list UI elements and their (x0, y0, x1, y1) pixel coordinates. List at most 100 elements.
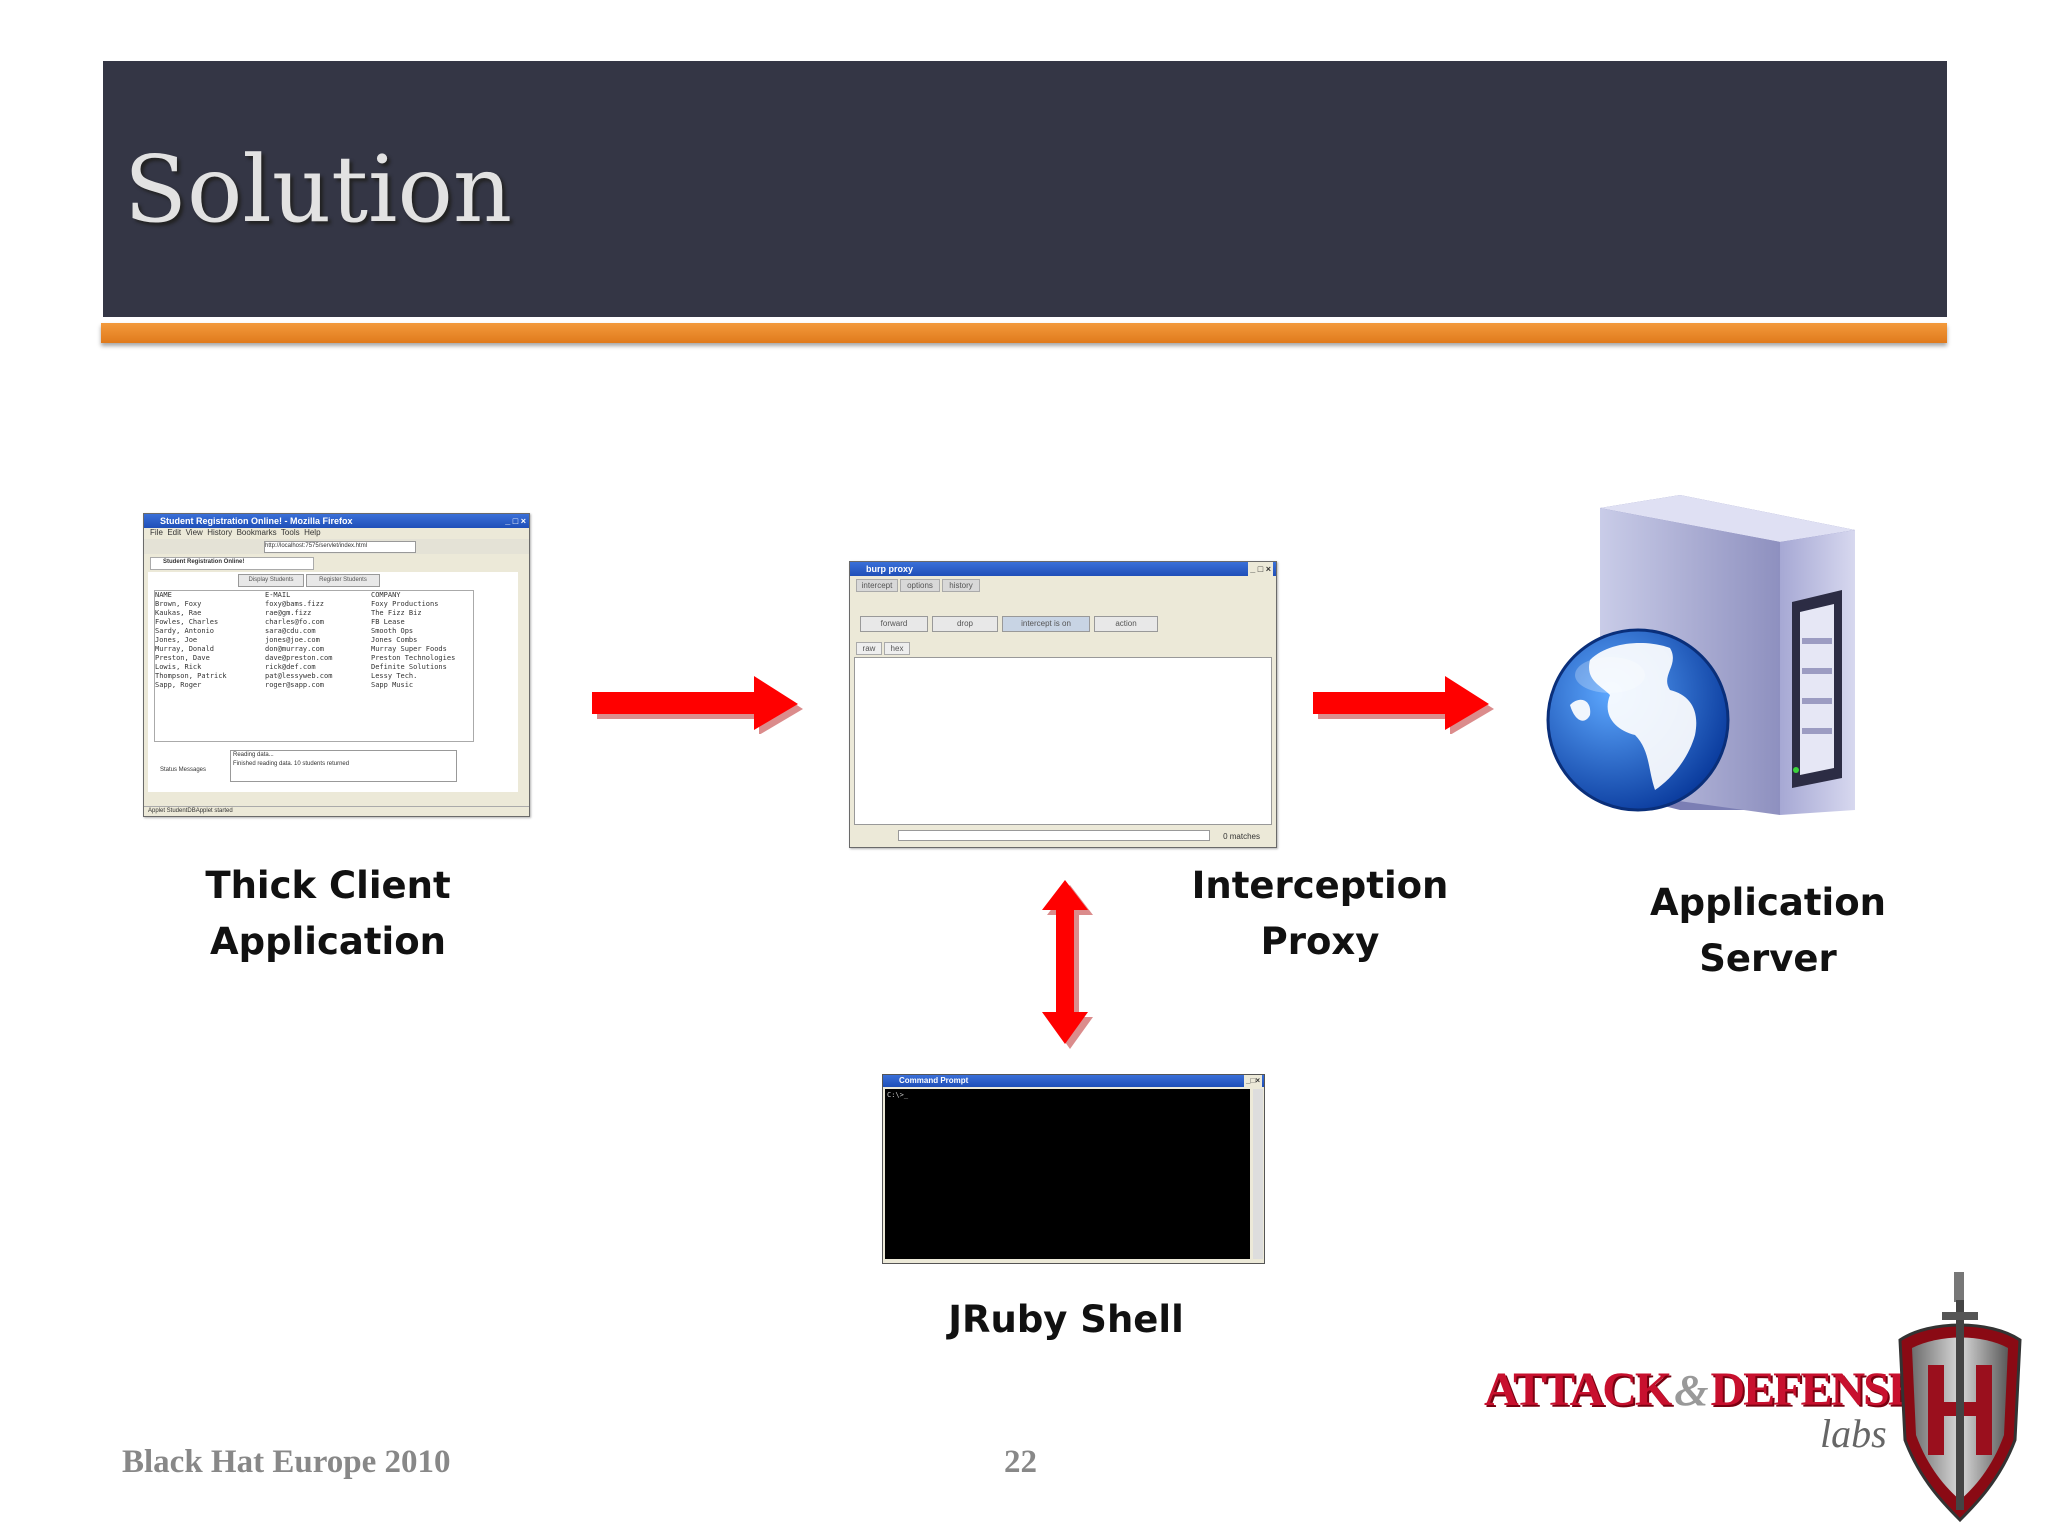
url-bar: http://localhost:7575/servlet/index.html (264, 541, 416, 553)
menu-item: View (185, 528, 203, 537)
table-cell: sara@cdu.com (265, 627, 316, 635)
table-cell: Lowis, Rick (155, 663, 202, 671)
table-cell: Definite Solutions (371, 663, 447, 671)
menu-item: Bookmarks (236, 528, 277, 537)
table-cell: Foxy Productions (371, 600, 439, 608)
menu-bar: File Edit View History Bookmarks Tools H… (144, 528, 529, 539)
table-cell: Sapp, Roger (155, 681, 202, 689)
thick-client-titlebar: Student Registration Online! - Mozilla F… (144, 514, 529, 528)
window-controls: _□× (1244, 1075, 1262, 1087)
logo-ampersand: & (1674, 1366, 1708, 1415)
proxy-titlebar: burp proxy _ □ × (850, 562, 1276, 576)
table-cell: Preston Technologies (371, 654, 456, 662)
status-line: Reading data... (233, 752, 274, 758)
shell-window: Command Prompt _□× C:\>_ (882, 1074, 1265, 1264)
page-content: Display Students Register Students NAME … (148, 572, 518, 792)
search-field (898, 830, 1210, 841)
thick-client-label: Thick Client Application (178, 858, 478, 970)
shell-label: JRuby Shell (948, 1298, 1184, 1341)
table-cell: Brown, Foxy (155, 600, 202, 608)
menu-item: File (150, 528, 163, 537)
logo-labs: labs (1820, 1411, 1887, 1456)
column-header: E-MAIL (265, 591, 291, 599)
action-button: action (1094, 616, 1158, 632)
drop-button: drop (932, 616, 998, 632)
table-cell: jones@joe.com (265, 636, 320, 644)
window-controls: _ □ × (1248, 562, 1273, 576)
register-students-button: Register Students (306, 574, 380, 587)
attack-defense-logo: ATTACK&DEFENSE labs (1480, 1270, 2040, 1530)
table-cell: foxy@bams.fizz (265, 600, 325, 608)
message-editor (854, 657, 1272, 825)
label-line: Proxy (1260, 920, 1380, 963)
table-cell: rick@def.com (265, 663, 316, 671)
window-title: burp proxy (866, 564, 914, 574)
column-company: COMPANY Foxy Productions The Fizz Biz FB… (371, 591, 471, 690)
scrollbar (1253, 1089, 1263, 1259)
table-cell: Thompson, Patrick (155, 672, 227, 680)
status-line: Finished reading data. 10 students retur… (233, 761, 350, 767)
table-cell: Lessy Tech. (371, 672, 418, 680)
logo-word-attack: ATTACK (1484, 1363, 1672, 1416)
tab-history: history (942, 579, 980, 592)
shield-icon (1898, 1272, 2022, 1523)
display-students-button: Display Students (238, 574, 304, 587)
column-header: COMPANY (371, 591, 401, 599)
tab-intercept: intercept (856, 579, 898, 592)
label-line: Thick Client (205, 864, 451, 907)
table-cell: rae@gm.fizz (265, 609, 312, 617)
menu-item: Help (304, 528, 321, 537)
menu-item: Tools (280, 528, 300, 537)
nav-toolbar: http://localhost:7575/servlet/index.html (144, 539, 529, 554)
table-cell: Fowles, Charles (155, 618, 219, 626)
arrow-proxy-to-server (1313, 676, 1494, 734)
table-cell: The Fizz Biz (371, 609, 422, 617)
window-title: Student Registration Online! - Mozilla F… (160, 516, 353, 526)
browser-tab: Student Registration Online! (150, 557, 314, 570)
forward-button: forward (860, 616, 928, 632)
tab-raw: raw (856, 642, 882, 655)
table-cell: Sapp Music (371, 681, 414, 689)
logo-wordmark: ATTACK&DEFENSE (1484, 1362, 1920, 1417)
slide-title: Solution (124, 136, 513, 243)
server-label: Application Server (1618, 875, 1918, 987)
label-line: Application (209, 920, 446, 963)
table-cell: Kaukas, Rae (155, 609, 202, 617)
logo-word-defense: DEFENSE (1710, 1363, 1919, 1416)
status-label: Status Messages (160, 767, 207, 773)
column-name: NAME Brown, Foxy Kaukas, Rae Fowles, Cha… (155, 591, 265, 690)
intercept-toggle-button: intercept is on (1002, 616, 1090, 632)
table-cell: Sardy, Antonio (155, 627, 215, 635)
table-cell: dave@preston.com (265, 654, 333, 662)
shell-console: C:\>_ (885, 1089, 1250, 1259)
matches-count: 0 matches (1223, 832, 1260, 841)
title-divider (103, 319, 1947, 323)
table-cell: Jones Combs (371, 636, 418, 644)
label-line: Server (1699, 937, 1837, 980)
table-cell: FB Lease (371, 618, 405, 626)
window-controls: _ □ × (505, 516, 526, 526)
menu-item: Edit (167, 528, 182, 537)
table-cell: Murray Super Foods (371, 645, 447, 653)
table-cell: Jones, Joe (155, 636, 198, 644)
column-email: E-MAIL foxy@bams.fizz rae@gm.fizz charle… (265, 591, 371, 690)
status-box: Reading data... Finished reading data. 1… (230, 750, 457, 782)
accent-bar (101, 323, 1947, 343)
proxy-window: burp proxy _ □ × intercept options histo… (849, 561, 1277, 848)
shell-titlebar: Command Prompt _□× (883, 1075, 1264, 1087)
tab-options: options (900, 579, 940, 592)
student-table: NAME Brown, Foxy Kaukas, Rae Fowles, Cha… (154, 590, 474, 742)
column-header: NAME (155, 591, 172, 599)
table-cell: pat@lessyweb.com (265, 672, 333, 680)
table-cell: charles@fo.com (265, 618, 325, 626)
arrow-client-to-proxy (592, 676, 803, 734)
tab-hex: hex (884, 642, 910, 655)
window-title: Command Prompt (899, 1076, 969, 1085)
menu-item: History (207, 528, 233, 537)
footer-conference: Black Hat Europe 2010 (122, 1444, 451, 1480)
table-cell: Preston, Dave (155, 654, 210, 662)
thick-client-window: Student Registration Online! - Mozilla F… (143, 513, 530, 817)
label-line: Interception (1191, 864, 1449, 907)
arrow-proxy-shell-bidirectional (1042, 880, 1093, 1049)
application-server-icon (1546, 495, 1855, 815)
